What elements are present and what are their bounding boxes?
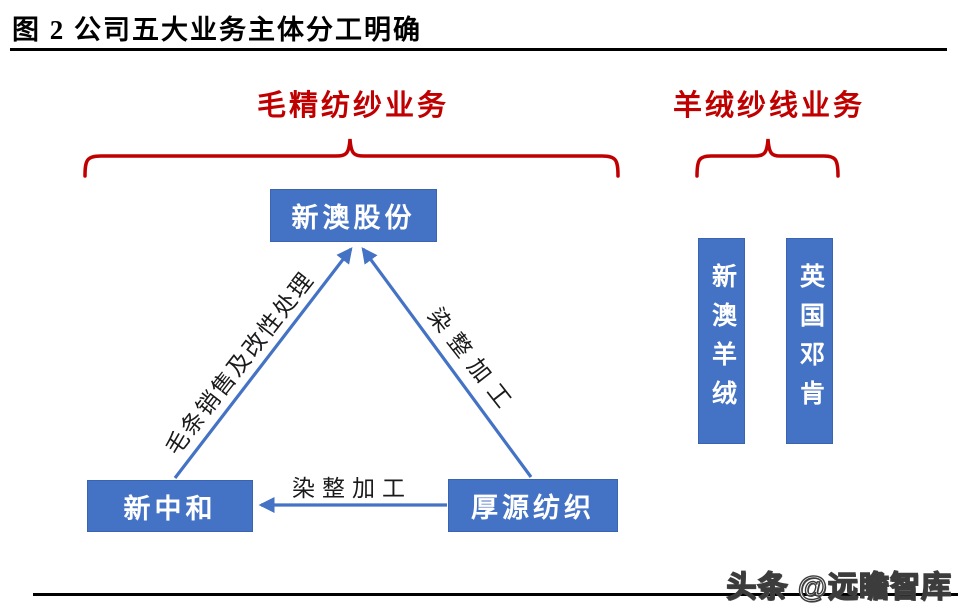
group-label-worsted-yarn: 毛精纺纱业务: [256, 90, 450, 122]
node-houyuan-textile: 厚源纺织: [448, 479, 618, 532]
edge-label-dyeing-finishing-right: 染整加工: [422, 303, 522, 420]
brace-cashmere-yarn: [695, 138, 840, 178]
title-underline: [10, 48, 947, 51]
arrow-subright-to-parent: [361, 247, 533, 478]
brace-worsted-yarn: [83, 138, 620, 178]
figure-title: 图 2 公司五大业务主体分工明确: [12, 15, 422, 45]
group-label-cashmere-yarn: 羊绒纱线业务: [672, 90, 866, 122]
bottom-rule: [33, 593, 958, 596]
node-xinzhonghe: 新中和: [87, 480, 253, 532]
edge-label-dyeing-finishing-horizontal: 染整加工: [292, 476, 412, 501]
node-uk-duncan: 英国邓肯: [786, 238, 833, 444]
watermark-toutiao: 头条 @远瞻智库: [726, 570, 952, 604]
edge-label-wool-top-sales: 毛条销售及改性处理: [160, 267, 320, 460]
node-xinao-shares: 新澳股份: [270, 189, 437, 242]
arrow-subleft-to-parent: [173, 247, 353, 479]
node-xinao-cashmere: 新澳羊绒: [698, 238, 745, 444]
